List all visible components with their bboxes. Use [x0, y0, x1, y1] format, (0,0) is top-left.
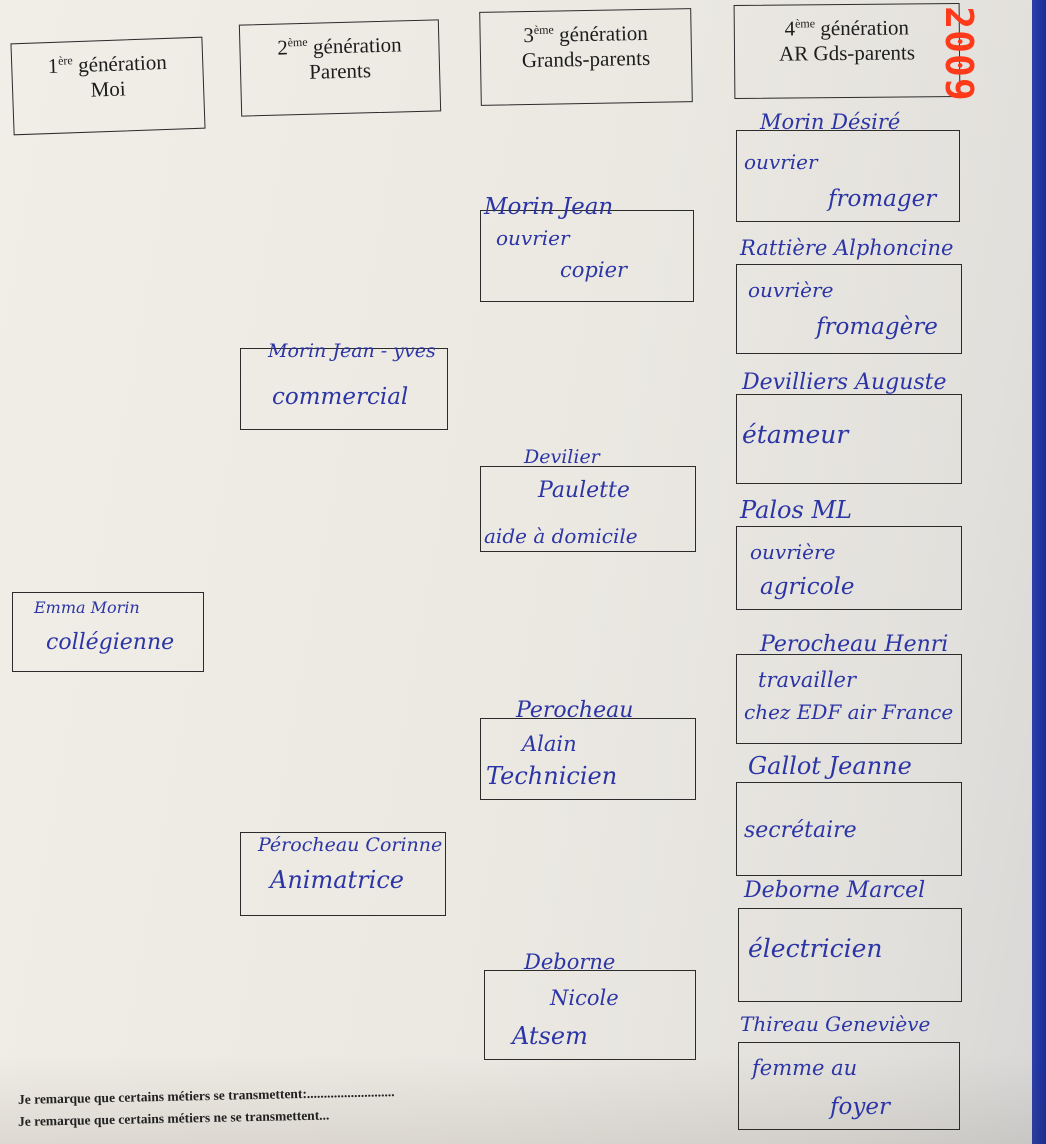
header-4-word: génération: [820, 15, 910, 41]
person-a8-name: Thireau Geneviève: [740, 1012, 931, 1036]
header-generation-4: 4ème génération AR Gds-parents: [733, 3, 961, 99]
header-2-suffix: ème: [287, 34, 308, 50]
person-gp2-firstname: Paulette: [538, 478, 630, 503]
person-gp3-name: Perocheau: [516, 698, 634, 723]
person-box-grandparent-2: [480, 466, 696, 552]
person-moi-job: collégienne: [46, 630, 175, 655]
header-4-number: 4: [784, 16, 796, 41]
person-gp2-name: Devilier: [524, 446, 600, 468]
person-moi-name: Emma Morin: [34, 598, 140, 617]
person-box-grandparent-3: [480, 718, 696, 800]
person-box-grandparent-1: [480, 210, 694, 302]
person-a8-job-line-1: femme au: [752, 1056, 858, 1080]
person-box-grandparent-4: [484, 970, 696, 1060]
person-box-ancestor-2: [736, 264, 962, 354]
person-gp3-job: Technicien: [486, 762, 618, 790]
person-a5-job-line-2: chez EDF air France: [744, 700, 954, 724]
person-a5-job-line-1: travailler: [758, 668, 856, 692]
header-1-word: génération: [77, 49, 168, 78]
person-a6-name: Gallot Jeanne: [748, 752, 912, 780]
person-box-ancestor-6: [736, 782, 962, 876]
person-box-moi: [12, 592, 204, 672]
person-gp1-name: Morin Jean: [484, 194, 614, 220]
person-box-pere: [240, 348, 448, 430]
person-mere-job: Animatrice: [270, 866, 404, 894]
blue-background-edge: [1032, 0, 1046, 1144]
date-stamp: 2009: [936, 4, 982, 104]
header-1-suffix: ère: [57, 53, 73, 68]
person-a5-name: Perocheau Henri: [760, 632, 949, 657]
header-generation-3: 3ème génération Grands-parents: [479, 8, 693, 106]
person-box-ancestor-4: [736, 526, 962, 610]
header-generation-1: 1ère génération Moi: [10, 36, 206, 136]
person-pere-name: Morin Jean - yves: [268, 340, 436, 362]
person-a1-name: Morin Désiré: [760, 110, 901, 134]
person-box-mere: [240, 832, 446, 916]
person-a1-job-line-2: fromager: [828, 186, 937, 212]
person-box-ancestor-5: [736, 654, 962, 744]
header-generation-2: 2ème génération Parents: [238, 19, 442, 117]
person-pere-job: commercial: [272, 384, 409, 410]
person-a2-job-line-2: fromagère: [816, 314, 938, 340]
person-a7-job: électricien: [748, 934, 883, 963]
person-gp4-name: Deborne: [524, 950, 616, 974]
person-gp1-job-line-2: copier: [560, 258, 628, 282]
person-a2-name: Rattière Alphoncine: [740, 236, 954, 260]
header-3-suffix: ème: [533, 22, 554, 37]
header-3-word: génération: [558, 20, 648, 47]
header-3-label: Grands-parents: [521, 45, 651, 73]
person-box-ancestor-7: [738, 908, 962, 1002]
person-a7-name: Deborne Marcel: [744, 878, 926, 903]
header-1-number: 1: [47, 53, 59, 79]
person-a3-name: Devilliers Auguste: [742, 370, 947, 395]
person-a4-job-line-1: ouvrière: [750, 540, 836, 564]
person-box-ancestor-1: [736, 130, 960, 222]
person-a6-job: secrétaire: [744, 818, 857, 843]
person-gp1-job-line-1: ouvrier: [496, 226, 570, 250]
person-a2-job-line-1: ouvrière: [748, 278, 834, 302]
person-box-ancestor-8: [738, 1042, 960, 1130]
person-gp3-firstname: Alain: [522, 732, 577, 756]
person-a1-job-line-1: ouvrier: [744, 150, 818, 174]
person-gp4-firstname: Nicole: [550, 986, 619, 1010]
header-4-suffix: ème: [795, 16, 816, 31]
header-4-label: AR Gds-parents: [778, 40, 916, 66]
person-box-ancestor-3: [736, 394, 962, 484]
person-a3-job: étameur: [742, 420, 849, 449]
person-a4-job-line-2: agricole: [760, 574, 855, 600]
header-1-label: Moi: [90, 76, 127, 102]
person-gp2-job: aide à domicile: [484, 524, 638, 548]
person-a8-job-line-2: foyer: [830, 1094, 890, 1120]
person-mere-name: Pérocheau Corinne: [258, 834, 443, 856]
person-a4-name: Palos ML: [740, 496, 852, 524]
person-gp4-job: Atsem: [512, 1022, 588, 1050]
header-2-label: Parents: [308, 58, 372, 84]
date-stamp-text: 2009: [937, 6, 982, 102]
header-2-word: génération: [312, 32, 402, 59]
